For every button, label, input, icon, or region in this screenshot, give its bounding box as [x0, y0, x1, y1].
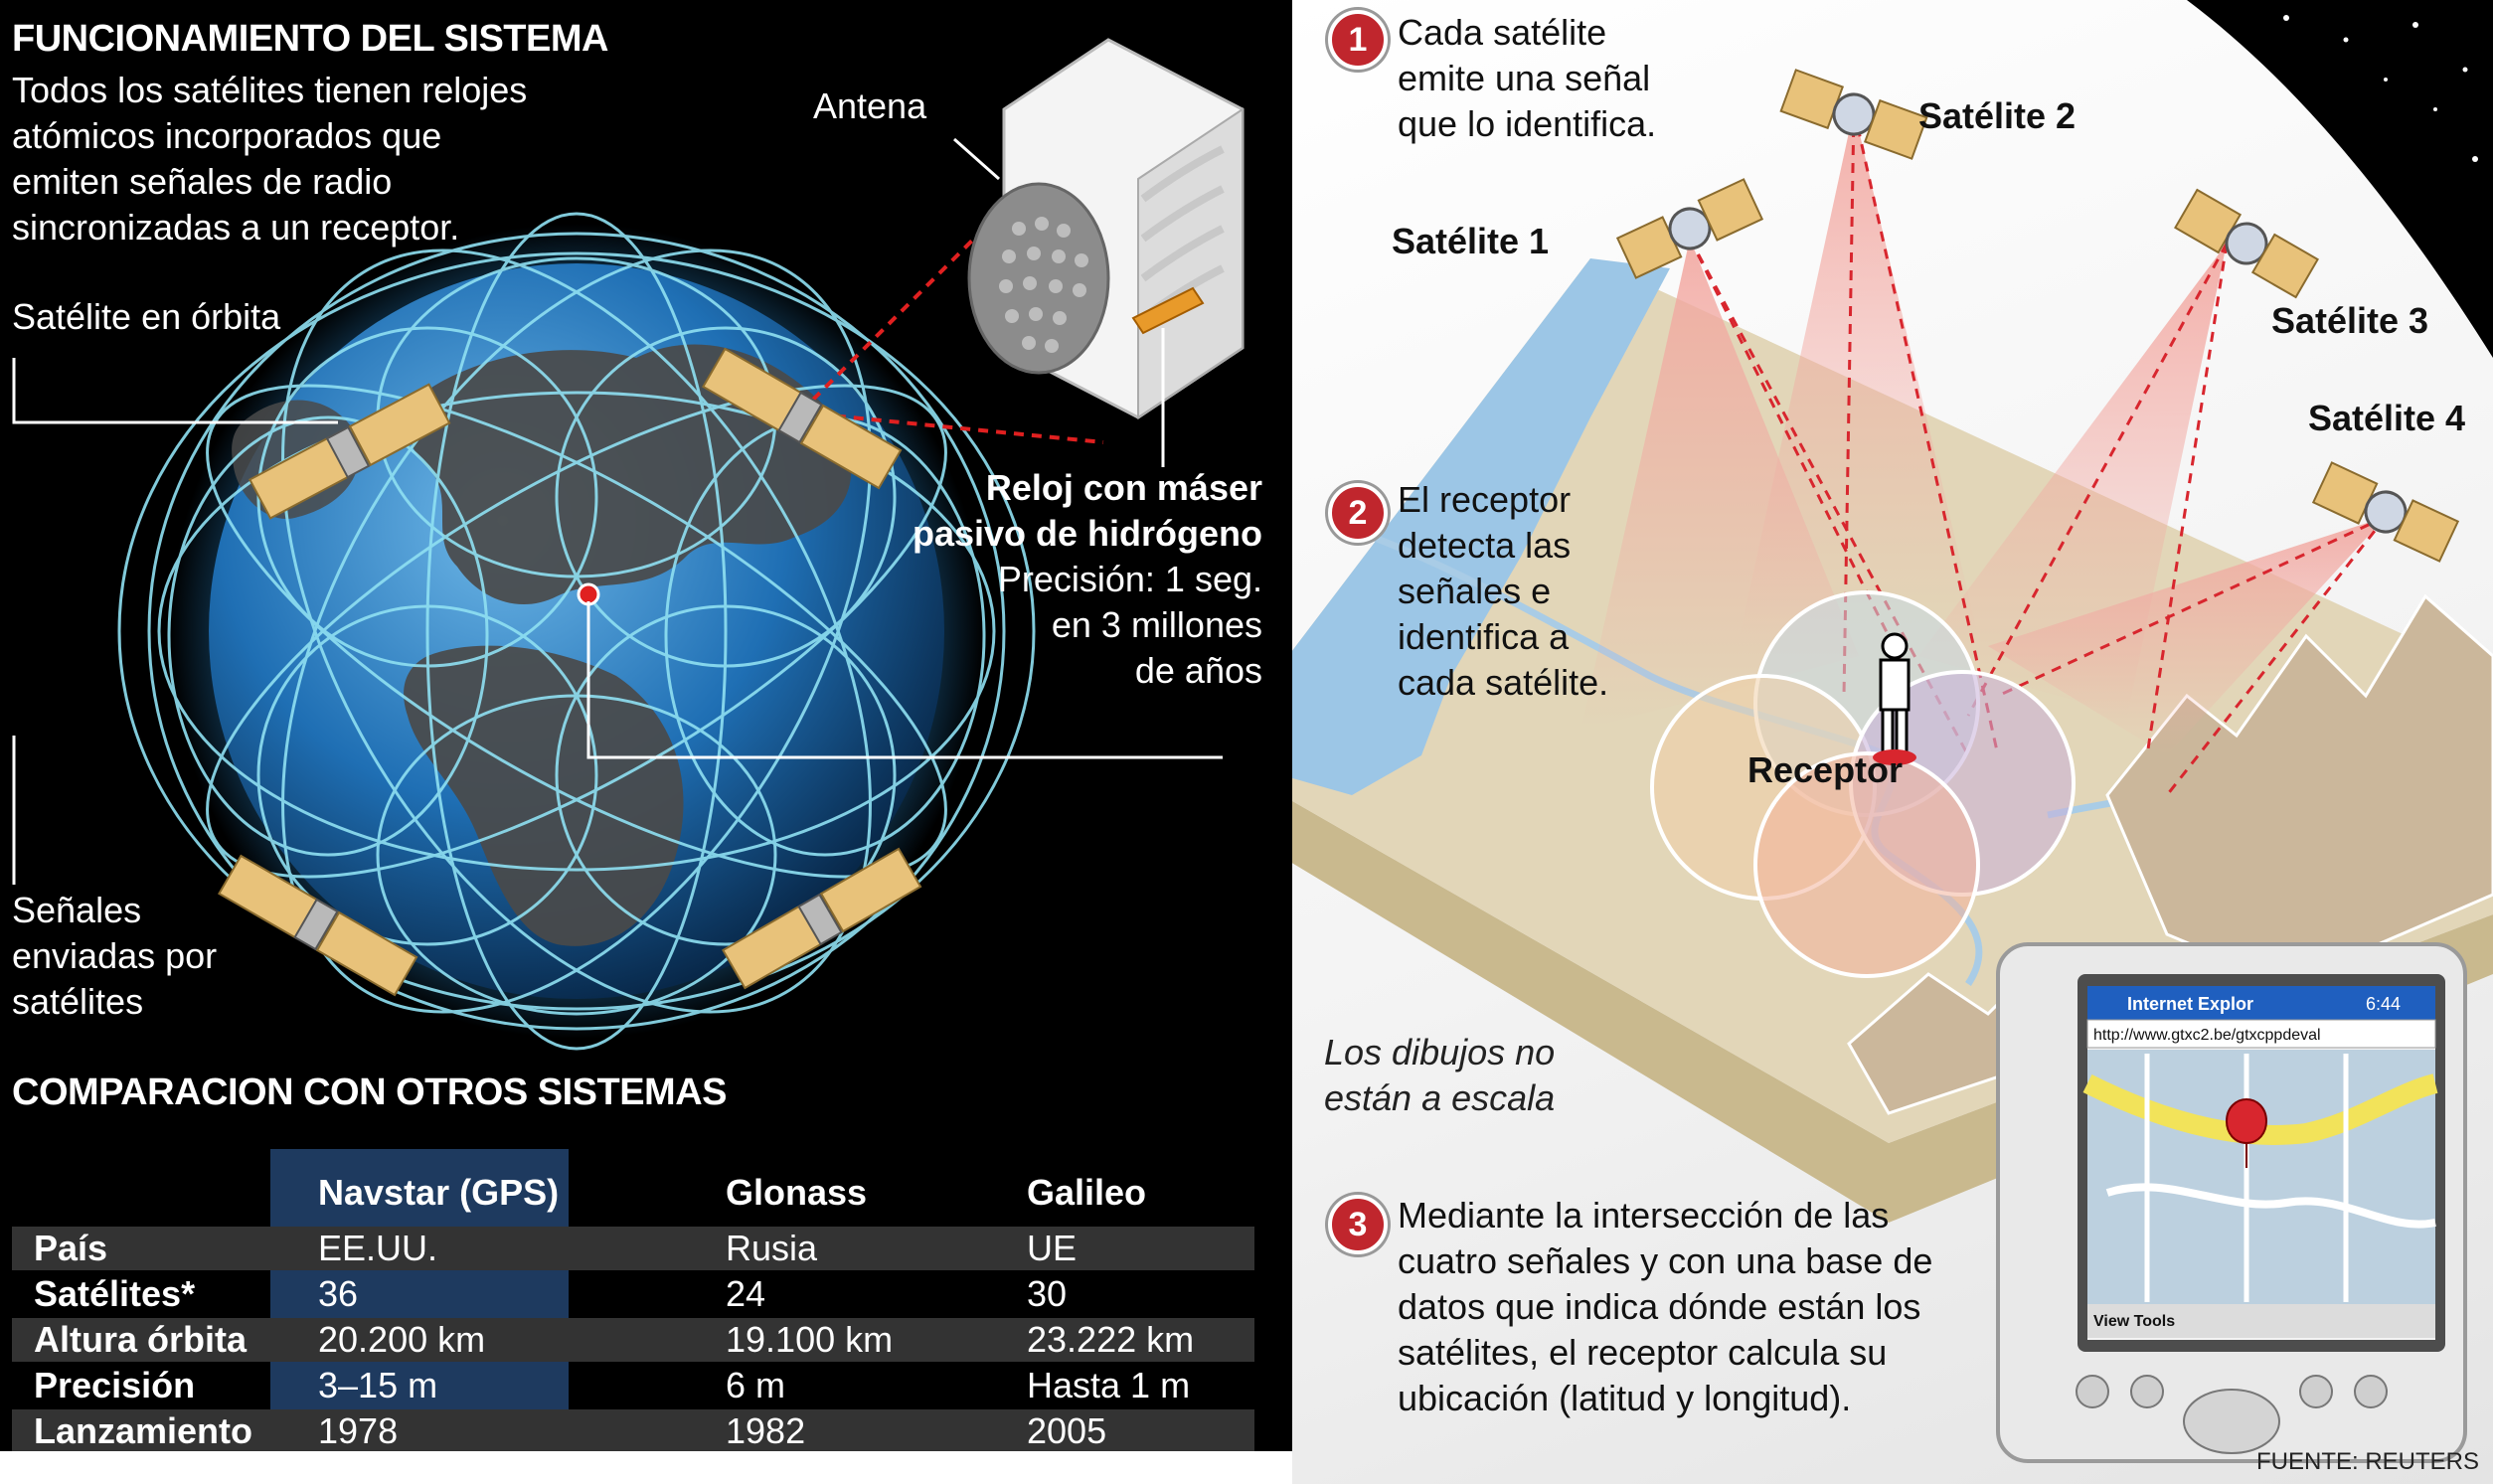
- table-row: Satélites* 36 24 30: [34, 1273, 1068, 1314]
- antenna-dish: [967, 182, 1110, 375]
- system-heading: FUNCIONAMIENTO DEL SISTEMA: [12, 18, 608, 60]
- night-sky: [2187, 0, 2493, 358]
- source-credit: FUENTE: REUTERS: [2255, 1448, 2479, 1475]
- satellite-4-icon: [2311, 461, 2460, 563]
- table-row: Altura órbita 20.200 km 19.100 km 23.222…: [12, 1318, 1254, 1362]
- table-row: País EE.UU. Rusia UE: [12, 1227, 1254, 1270]
- atomic-clock-device: [953, 38, 1245, 467]
- satellite-1-label: Satélite 1: [1392, 221, 1550, 261]
- col-header-galileo: Galileo: [1027, 1172, 1147, 1213]
- satellite-3-label: Satélite 3: [2271, 300, 2429, 341]
- pda-browser-title: Internet Explor: [2127, 994, 2253, 1014]
- satellite-orbit-label: Satélite en órbita: [12, 296, 281, 337]
- pda-title-bar: [2087, 986, 2435, 1020]
- step-3-badge: 3: [1328, 1195, 1388, 1254]
- satellite-1-icon: [1615, 178, 1764, 279]
- signal-beams: [1580, 109, 2386, 755]
- positioning-diagram-panel: Internet Explor 6:44 http://www.gtxc2.be…: [1292, 0, 2493, 1484]
- col-header-glonass: Glonass: [726, 1172, 868, 1213]
- step-2-badge: 2: [1328, 483, 1388, 543]
- gps-column-highlight: [270, 1149, 569, 1451]
- satellite-top-left: [249, 383, 451, 520]
- satellite-4-label: Satélite 4: [2308, 398, 2466, 438]
- system-operation-panel: FUNCIONAMIENTO DEL SISTEMA Todos los sat…: [0, 0, 1292, 1451]
- col-header-gps: Navstar (GPS): [318, 1172, 560, 1213]
- sea: [1292, 258, 1670, 795]
- table-header-row: Navstar (GPS) Glonass Galileo: [0, 1161, 1243, 1225]
- antenna-label: Antena: [813, 85, 927, 126]
- step-1-text: Cada satélite emite una señal que lo ide…: [1398, 12, 1657, 144]
- pda-device: Internet Explor 6:44 http://www.gtxc2.be…: [1996, 942, 2467, 1463]
- satellite-top-right: [702, 347, 903, 490]
- intro-text: Todos los satélites tienen relojes atómi…: [12, 70, 528, 247]
- clock-description: Reloj con máser pasivo de hidrógeno Prec…: [912, 467, 1262, 691]
- table-row: Precisión 3–15 m 6 m Hasta 1 m: [34, 1365, 1191, 1405]
- pda-dpad: [2183, 1389, 2280, 1454]
- receiver-person-icon: [1873, 632, 1916, 765]
- globe-illustration: [12, 38, 1245, 1051]
- step-3-text: Mediante la intersección de las cuatro s…: [1398, 1195, 1933, 1418]
- step-1-badge: 1: [1328, 10, 1388, 70]
- step-2-text: El receptor detecta las señales e identi…: [1398, 479, 1609, 703]
- satellite-bottom-right: [722, 847, 922, 990]
- pda-map: [2087, 1050, 2435, 1304]
- pda-menu: View Tools: [2093, 1313, 2175, 1330]
- pda-url: http://www.gtxc2.be/gtxcppdeval: [2093, 1027, 2321, 1044]
- receiver-label: Receptor: [1747, 749, 1904, 790]
- pda-time: 6:44: [2366, 994, 2401, 1014]
- map-pin-icon: [2225, 1097, 2268, 1168]
- stars: [2283, 15, 2478, 162]
- signals-label: Señales enviadas por satélites: [12, 890, 218, 1022]
- continent-europe-asia: [407, 344, 852, 605]
- satellite-bottom-left: [218, 854, 418, 997]
- satellite-2-icon: [1779, 69, 1928, 160]
- coverage-circles: [1650, 590, 2076, 978]
- pda-address-bar: [2086, 1019, 2436, 1049]
- comparison-heading: COMPARACION CON OTROS SISTEMAS: [12, 1072, 728, 1113]
- table-row: Lanzamiento 1978 1982 2005: [12, 1409, 1254, 1451]
- pda-menu-bar: [2087, 1304, 2435, 1338]
- callout-lines: [12, 358, 1223, 885]
- scale-note: Los dibujos no están a escala: [1324, 1032, 1556, 1118]
- satellite-3-icon: [2174, 188, 2319, 299]
- comparison-table: Navstar (GPS) Glonass Galileo País EE.UU…: [0, 1149, 1254, 1451]
- antenna-link-line: [799, 411, 1104, 444]
- terrain-illustration: Internet Explor 6:44 http://www.gtxc2.be…: [1292, 0, 2493, 1463]
- satellite-2-label: Satélite 2: [1918, 95, 2077, 136]
